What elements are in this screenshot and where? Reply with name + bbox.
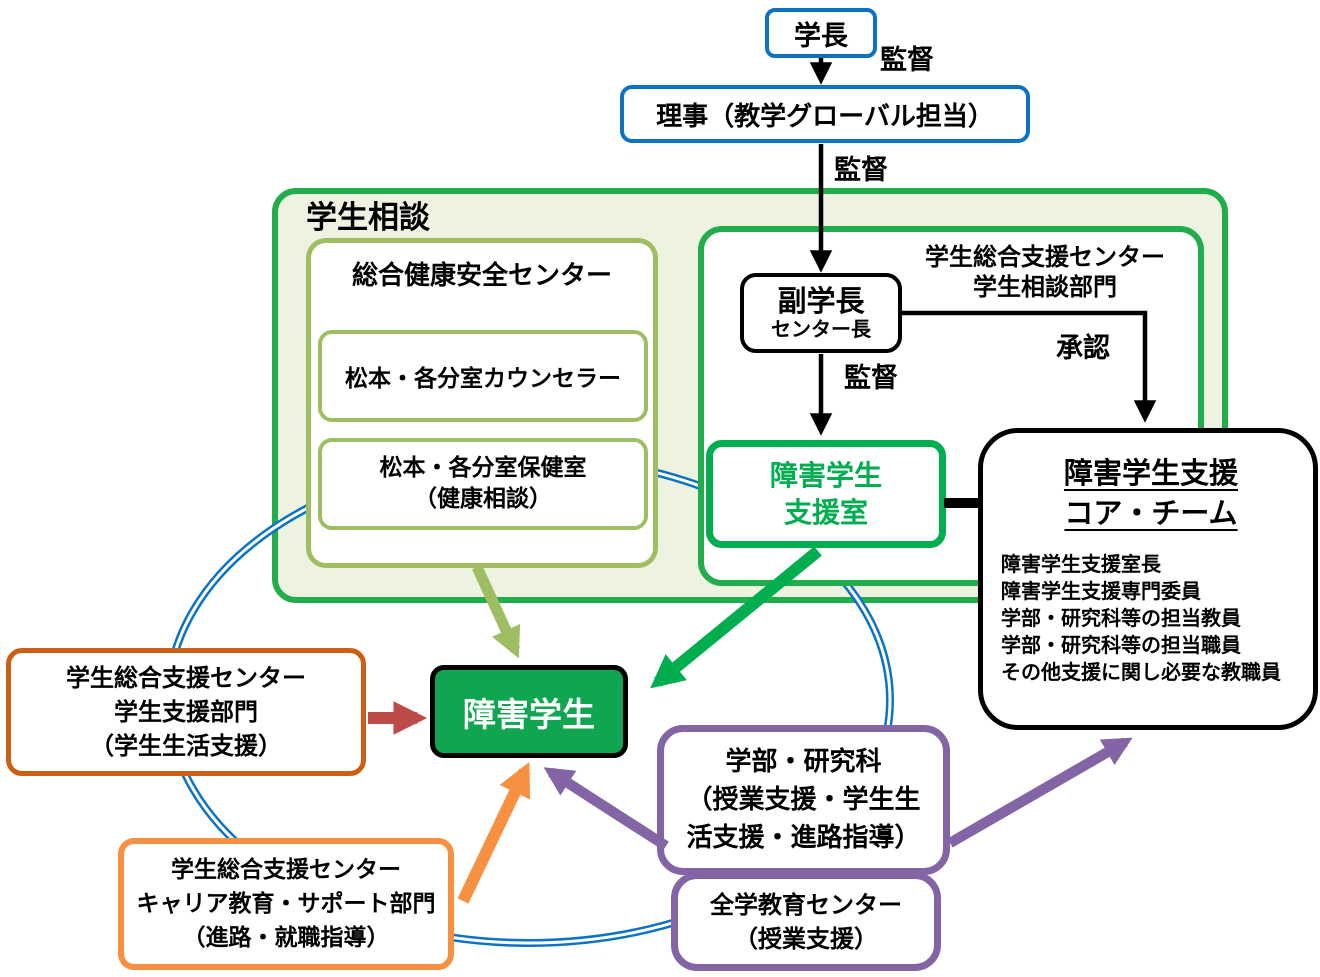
faculty-line1: 学部・研究科 [725, 747, 882, 777]
president-box: 学長 [765, 8, 877, 58]
faculty-line2: （授業支援・学生生 [686, 785, 921, 815]
student-support-dept-box: 学生総合支援センター 学生支援部門 （学生生活支援） [6, 648, 366, 776]
support-office-box: 障害学生 支援室 [706, 440, 946, 548]
edu-center-line1: 全学教育センター [710, 890, 902, 919]
disabled-student-label: 障害学生 [463, 694, 595, 734]
core-team-member: 学部・研究科等の担当職員 [1001, 633, 1241, 657]
infirmary-box-line2: （健康相談） [414, 486, 552, 512]
support-office-line2: 支援室 [783, 496, 868, 529]
core-team-box: 障害学生支援 コア・チーム 障害学生支援室長 障害学生支援専門委員 学部・研究科… [978, 428, 1318, 730]
center-head-label: センター長 [771, 316, 871, 341]
health-center-title: 総合健康安全センター [351, 261, 612, 291]
career-dept-line1: 学生総合支援センター [171, 857, 401, 883]
support-office-line1: 障害学生 [769, 459, 882, 492]
supervise-label-vp: 監督 [844, 363, 898, 394]
core-team-title-line2: コア・チーム [1064, 496, 1238, 530]
career-dept-box: 学生総合支援センター キャリア教育・サポート部門 （進路・就職指導） [118, 838, 454, 970]
vice-president-box: 副学長 センター長 [740, 273, 902, 353]
student-support-dept-line1: 学生総合支援センター [66, 664, 306, 692]
core-team-member: その他支援に関し必要な教職員 [1001, 660, 1281, 684]
core-team-member: 障害学生支援専門委員 [1001, 579, 1201, 603]
student-support-dept-line3: （学生生活支援） [90, 732, 282, 760]
vice-president-label: 副学長 [777, 284, 865, 319]
edu-center-line2: （授業支援） [734, 924, 878, 953]
core-team-member: 障害学生支援室長 [1001, 552, 1161, 576]
infirmary-box: 松本・各分室保健室 （健康相談） [318, 438, 648, 530]
consult-dept-label-line1: 学生総合支援センター [925, 243, 1165, 271]
career-dept-line3: （進路・就職指導） [182, 925, 390, 951]
core-team-title-line1: 障害学生支援 [1063, 456, 1238, 490]
career-dept-line2: キャリア教育・サポート部門 [136, 891, 436, 917]
director-box: 理事（教学グローバル担当） [620, 85, 1030, 143]
core-team-member: 学部・研究科等の担当教員 [1001, 606, 1241, 630]
infirmary-box-line1: 松本・各分室保健室 [379, 455, 587, 481]
faculty-box: 学部・研究科 （授業支援・学生生 活支援・進路指導） [657, 725, 950, 875]
consult-dept-label: 学生総合支援センター 学生相談部門 [900, 242, 1190, 302]
consultation-group-label: 学生相談 [306, 200, 430, 236]
supervise-label-mid: 監督 [834, 155, 888, 186]
approval-label: 承認 [1056, 333, 1110, 364]
disabled-student-box: 障害学生 [430, 665, 628, 758]
consult-dept-label-line2: 学生相談部門 [973, 273, 1117, 301]
edu-center-box: 全学教育センター （授業支援） [671, 872, 941, 971]
faculty-line3: 活支援・進路指導） [686, 823, 921, 853]
counselor-box: 松本・各分室カウンセラー [318, 330, 648, 422]
president-label: 学長 [794, 20, 848, 52]
counselor-box-label: 松本・各分室カウンセラー [345, 366, 621, 392]
supervise-label-top: 監督 [880, 45, 934, 76]
student-support-dept-line2: 学生支援部門 [114, 698, 258, 726]
director-label: 理事（教学グローバル担当） [656, 101, 994, 132]
